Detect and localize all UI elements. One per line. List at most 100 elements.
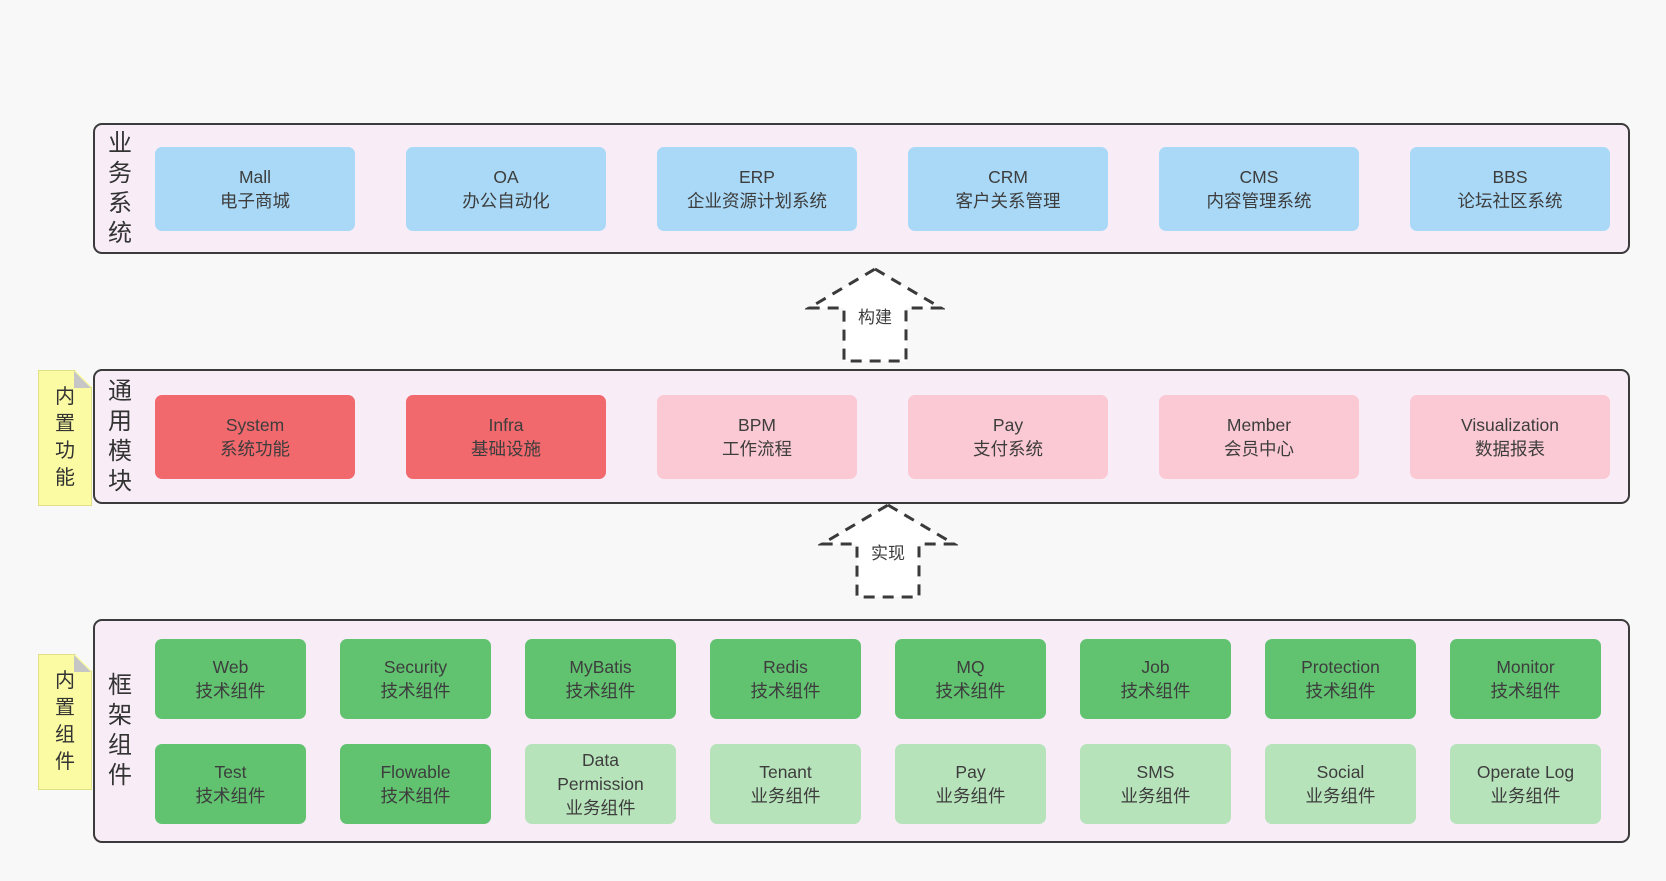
box-subtitle: 技术组件: [750, 680, 821, 701]
folded-corner-icon: [74, 371, 91, 388]
box-subtitle: 技术组件: [195, 680, 266, 701]
box-name: Flowable: [380, 761, 451, 782]
box-subtitle: 客户关系管理: [955, 190, 1061, 211]
panel-common-modules: 通用模块 System 系统功能 Infra 基础设施 BPM 工作流程 Pay…: [93, 369, 1630, 504]
box-name: Data Permission: [557, 749, 644, 794]
box-subtitle: 会员中心: [1224, 438, 1294, 459]
box-name: Tenant: [759, 761, 812, 782]
box-subtitle: 技术组件: [565, 680, 636, 701]
components-box-row-1: Web 技术组件 Security 技术组件 MyBatis 技术组件 Redi…: [155, 638, 1618, 719]
box-subtitle: 业务组件: [565, 797, 636, 818]
folded-corner-icon: [74, 655, 91, 672]
box-subtitle: 业务组件: [750, 785, 821, 806]
box-name: BPM: [738, 414, 776, 435]
panel-framework-components-label: 框架组件: [108, 672, 132, 789]
sticky-builtin-components-label: 内置组件: [55, 670, 75, 773]
box-subtitle: 基础设施: [471, 438, 541, 459]
box-subtitle: 技术组件: [380, 785, 451, 806]
box-subtitle: 技术组件: [195, 785, 266, 806]
box-name: Test: [214, 761, 247, 782]
box-name: ERP: [739, 166, 775, 187]
box-name: Member: [1226, 414, 1292, 435]
box-visualization: Visualization 数据报表: [1410, 394, 1610, 479]
build-arrow: 构建: [805, 264, 945, 366]
box-security: Security 技术组件: [340, 638, 491, 719]
box-subtitle: 技术组件: [1120, 680, 1191, 701]
box-system: System 系统功能: [155, 394, 355, 479]
box-erp: ERP 企业资源计划系统: [657, 146, 857, 231]
box-sms: SMS 业务组件: [1080, 743, 1231, 824]
box-name: Operate Log: [1476, 761, 1575, 782]
box-subtitle: 论坛社区系统: [1457, 190, 1563, 211]
box-subtitle: 系统功能: [220, 438, 290, 459]
box-test: Test 技术组件: [155, 743, 306, 824]
box-oa: OA 办公自动化: [406, 146, 606, 231]
box-web: Web 技术组件: [155, 638, 306, 719]
components-box-row-2: Test 技术组件 Flowable 技术组件 Data Permission …: [155, 743, 1618, 824]
box-subtitle: 技术组件: [935, 680, 1006, 701]
box-mall: Mall 电子商城: [155, 146, 355, 231]
box-subtitle: 技术组件: [1305, 680, 1376, 701]
box-mq: MQ 技术组件: [895, 638, 1046, 719]
implement-arrow-label: 实现: [871, 544, 905, 563]
box-subtitle: 业务组件: [1120, 785, 1191, 806]
box-subtitle: 业务组件: [1305, 785, 1376, 806]
box-name: Protection: [1301, 656, 1380, 677]
box-subtitle: 支付系统: [973, 438, 1043, 459]
box-subtitle: 技术组件: [1490, 680, 1561, 701]
box-name: CRM: [988, 166, 1028, 187]
box-operate-log: Operate Log 业务组件: [1450, 743, 1601, 824]
box-name: OA: [493, 166, 519, 187]
box-protection: Protection 技术组件: [1265, 638, 1416, 719]
box-name: Pay: [955, 761, 986, 782]
box-subtitle: 技术组件: [380, 680, 451, 701]
business-box-rows: Mall 电子商城 OA 办公自动化 ERP 企业资源计划系统 CRM 客户关系…: [155, 125, 1618, 252]
box-cms: CMS 内容管理系统: [1159, 146, 1359, 231]
box-name: CMS: [1239, 166, 1279, 187]
business-box-row: Mall 电子商城 OA 办公自动化 ERP 企业资源计划系统 CRM 客户关系…: [155, 146, 1618, 231]
box-job: Job 技术组件: [1080, 638, 1231, 719]
sticky-builtin-functions-label: 内置功能: [55, 386, 75, 489]
box-monitor: Monitor 技术组件: [1450, 638, 1601, 719]
box-data-permission: Data Permission 业务组件: [525, 743, 676, 824]
box-name: Security: [383, 656, 448, 677]
panel-business-systems-label: 业务系统: [108, 129, 132, 247]
box-subtitle: 业务组件: [1490, 785, 1561, 806]
modules-box-rows: System 系统功能 Infra 基础设施 BPM 工作流程 Pay 支付系统…: [155, 371, 1618, 502]
panel-framework-components: 框架组件 Web 技术组件 Security 技术组件 MyBatis 技术组件…: [93, 619, 1630, 843]
box-tenant: Tenant 业务组件: [710, 743, 861, 824]
box-subtitle: 办公自动化: [462, 190, 550, 211]
box-bpm: BPM 工作流程: [657, 394, 857, 479]
box-redis: Redis 技术组件: [710, 638, 861, 719]
box-name: Redis: [763, 656, 808, 677]
panel-business-systems: 业务系统 Mall 电子商城 OA 办公自动化 ERP 企业资源计划系统 CRM…: [93, 123, 1630, 254]
box-pay-component: Pay 业务组件: [895, 743, 1046, 824]
up-arrow-dashed-icon: 构建: [805, 267, 945, 363]
box-mybatis: MyBatis 技术组件: [525, 638, 676, 719]
box-social: Social 业务组件: [1265, 743, 1416, 824]
modules-box-row: System 系统功能 Infra 基础设施 BPM 工作流程 Pay 支付系统…: [155, 394, 1618, 479]
box-subtitle: 业务组件: [935, 785, 1006, 806]
box-name: Mall: [238, 166, 272, 187]
box-infra: Infra 基础设施: [406, 394, 606, 479]
box-name: Social: [1316, 761, 1365, 782]
box-name: System: [225, 414, 285, 435]
box-bbs: BBS 论坛社区系统: [1410, 146, 1610, 231]
box-crm: CRM 客户关系管理: [908, 146, 1108, 231]
box-name: Infra: [488, 414, 524, 435]
box-name: Job: [1141, 656, 1170, 677]
sticky-builtin-components: 内置组件: [38, 654, 92, 790]
box-name: Visualization: [1461, 414, 1559, 435]
sticky-builtin-functions: 内置功能: [38, 370, 92, 506]
box-pay-module: Pay 支付系统: [908, 394, 1108, 479]
box-name: MyBatis: [569, 656, 632, 677]
box-member: Member 会员中心: [1159, 394, 1359, 479]
build-arrow-label: 构建: [858, 308, 892, 327]
box-name: MQ: [956, 656, 985, 677]
box-name: BBS: [1492, 166, 1528, 187]
components-box-rows: Web 技术组件 Security 技术组件 MyBatis 技术组件 Redi…: [155, 621, 1618, 841]
panel-common-modules-label: 通用模块: [108, 377, 132, 495]
implement-arrow: 实现: [818, 500, 958, 602]
box-name: Web: [212, 656, 249, 677]
